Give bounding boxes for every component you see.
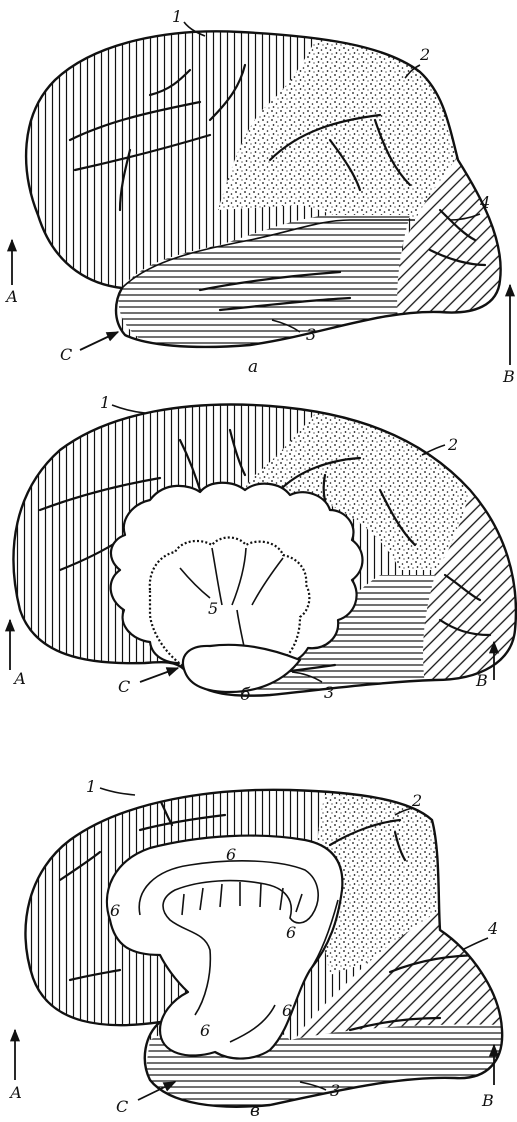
panel-b: 1 2 3 5 А С В б (0, 380, 517, 720)
region-label-1: 1 (172, 7, 182, 26)
caudal-arrow (140, 668, 178, 682)
region-label-6-hippo: 6 (282, 1001, 292, 1020)
direction-label-posterior: В (502, 367, 515, 386)
leader-line (100, 788, 135, 795)
direction-label-posterior: В (475, 671, 488, 690)
region-label-6-left: 6 (110, 901, 120, 920)
panel-caption: а (248, 357, 258, 377)
panel-caption: в (250, 1101, 260, 1121)
panel-caption: б (240, 685, 251, 705)
region-label-5: 5 (208, 599, 218, 618)
panel-a: 1 2 3 4 А С В а (0, 7, 517, 386)
region-label-6-lower: 6 (200, 1021, 210, 1040)
direction-label-posterior: В (481, 1091, 494, 1110)
direction-label-caudal: С (60, 345, 72, 364)
region-label-3: 3 (324, 683, 334, 702)
direction-label-anterior: А (5, 287, 18, 306)
direction-label-anterior: А (9, 1083, 22, 1102)
direction-label-caudal: С (116, 1097, 128, 1116)
caudal-arrow (80, 332, 118, 350)
region-label-3: 3 (306, 325, 316, 344)
region-label-4: 4 (479, 193, 490, 212)
region-label-1: 1 (100, 393, 110, 412)
region-label-6-right: 6 (286, 923, 296, 942)
panel-c: 1 2 3 4 6 6 6 6 6 А С В в (0, 760, 517, 1121)
region-label-1: 1 (86, 777, 96, 796)
leader-line (422, 445, 445, 455)
fornix-line (260, 884, 261, 907)
region-label-2: 2 (419, 45, 430, 64)
region-label-2: 2 (411, 791, 422, 810)
region-label-6-top: 6 (226, 845, 236, 864)
direction-label-anterior: А (13, 669, 26, 688)
leader-line (112, 405, 145, 413)
direction-label-caudal: С (118, 677, 130, 696)
leader-line (462, 938, 488, 950)
region-label-4: 4 (487, 919, 498, 938)
region-label-3: 3 (330, 1081, 340, 1100)
region-label-2: 2 (447, 435, 458, 454)
